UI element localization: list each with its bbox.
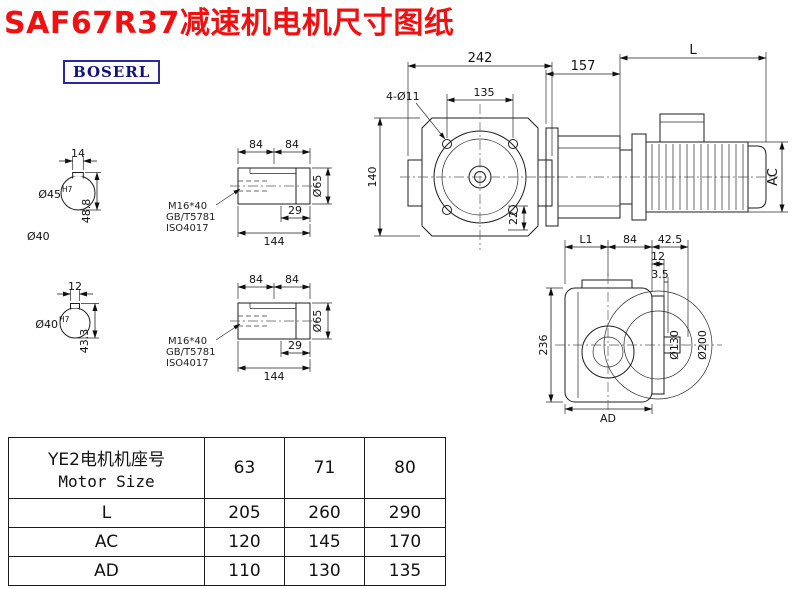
AD-80: 135 — [364, 556, 446, 586]
shaft-end-view-2: 12 43.3 Ø40 H7 — [35, 280, 99, 353]
dim-flange-thickness: 12 — [651, 250, 665, 263]
dim-std-gb-2: GB/T5781 — [166, 347, 216, 358]
size-col-71: 71 — [284, 437, 365, 499]
dim-key-depth-1: 48.8 — [80, 199, 93, 224]
dim-std-gb-1: GB/T5781 — [166, 212, 216, 223]
dim-flange-dia: Ø200 — [696, 330, 709, 360]
dim-gear-length: 157 — [571, 59, 596, 74]
dim-total-len-1: 144 — [264, 235, 285, 248]
dim-std-iso-2: ISO4017 — [166, 358, 209, 369]
dim-L1: L1 — [579, 233, 592, 246]
AD-63: 110 — [204, 556, 285, 586]
shaft-end-view-1: 14 48.8 Ø45 H7 Ø40 — [27, 147, 101, 243]
dim-motor-height-AC: AC — [766, 168, 781, 186]
dim-len-b-1: 84 — [285, 138, 299, 151]
AD-71: 130 — [284, 556, 365, 586]
dim-bolt-holes: 4-Ø11 — [386, 90, 420, 103]
dim-offset-22: 22 — [507, 211, 520, 225]
dim-total-len-2: 144 — [264, 370, 285, 383]
dim-std-iso-1: ISO4017 — [166, 223, 209, 234]
motor-side-view: 157 L AC — [540, 43, 788, 227]
dim-bore-1: Ø45 — [38, 188, 61, 201]
table-header-row: YE2电机机座号 Motor Size 63 71 80 — [8, 437, 446, 499]
row-label-AC: AC — [8, 527, 205, 557]
dim-len-a-1: 84 — [249, 138, 263, 151]
dim-len-b-2: 84 — [285, 273, 299, 286]
dim-bolt-1: M16*40 — [168, 201, 207, 212]
table-row-AC: AC 120 145 170 — [8, 527, 446, 557]
table-row-L: L 205 260 290 — [8, 498, 446, 528]
gearbox-side-view: L1 84 42.5 12 3.5 236 Ø130 Ø200 AD — [537, 233, 722, 425]
header-cn: YE2电机机座号 — [48, 450, 165, 470]
L-71: 260 — [284, 498, 365, 528]
dim-thread-len-2: 29 — [288, 339, 302, 352]
row-label-L: L — [8, 498, 205, 528]
shaft-side-view-1: 84 84 Ø65 29 144 M16*40 GB/T5781 ISO4017 — [166, 138, 332, 248]
dim-bolt-spacing: 135 — [474, 86, 495, 99]
shaft-side-view-2: 84 84 Ø65 29 144 M16*40 GB/T5781 ISO4017 — [166, 273, 332, 383]
dim-bore-2: Ø40 — [35, 318, 58, 331]
dim-84: 84 — [623, 233, 637, 246]
dim-overall-width: 242 — [468, 51, 493, 66]
L-80: 290 — [364, 498, 446, 528]
dim-outer-dia-1: Ø40 — [27, 230, 50, 243]
dim-side-height: 236 — [537, 335, 550, 356]
page-title: SAF67R37减速机电机尺寸图纸 — [4, 6, 455, 41]
dim-bore-tol-1: H7 — [62, 185, 73, 194]
boserl-logo: BOSERL — [63, 60, 161, 84]
technical-drawing: 14 48.8 Ø45 H7 Ø40 12 43.3 Ø40 H7 — [27, 43, 788, 425]
dim-key-width-2: 12 — [68, 280, 82, 293]
dim-3-5: 3.5 — [651, 268, 669, 281]
dim-dia-2: Ø65 — [311, 310, 324, 333]
dim-dia-1: Ø65 — [311, 175, 324, 198]
boserl-logo-text: BOSERL — [73, 63, 151, 81]
motor-size-header: YE2电机机座号 Motor Size — [8, 437, 205, 499]
row-label-AD: AD — [8, 556, 205, 586]
AC-80: 170 — [364, 527, 446, 557]
AC-63: 120 — [204, 527, 285, 557]
dim-len-a-2: 84 — [249, 273, 263, 286]
dim-key-width-1: 14 — [71, 147, 85, 160]
dim-motor-length-L: L — [689, 43, 697, 58]
L-63: 205 — [204, 498, 285, 528]
dim-front-height: 140 — [366, 167, 379, 188]
dim-AD: AD — [600, 412, 616, 425]
dim-bore-tol-2: H7 — [59, 315, 70, 324]
dim-thread-len-1: 29 — [288, 204, 302, 217]
header-en: Motor Size — [58, 472, 155, 491]
dim-shaft-ext: 42.5 — [658, 233, 683, 246]
dim-key-depth-2: 43.3 — [78, 329, 91, 354]
dim-bolt-2: M16*40 — [168, 336, 207, 347]
dim-spigot-dia: Ø130 — [668, 330, 681, 360]
size-col-80: 80 — [364, 437, 446, 499]
size-col-63: 63 — [204, 437, 285, 499]
AC-71: 145 — [284, 527, 365, 557]
motor-dimension-table: YE2电机机座号 Motor Size 63 71 80 L 205 260 2… — [8, 437, 446, 586]
table-row-AD: AD 110 130 135 — [8, 556, 446, 586]
gearbox-front-view: 242 135 4-Ø11 140 22 — [366, 51, 560, 250]
